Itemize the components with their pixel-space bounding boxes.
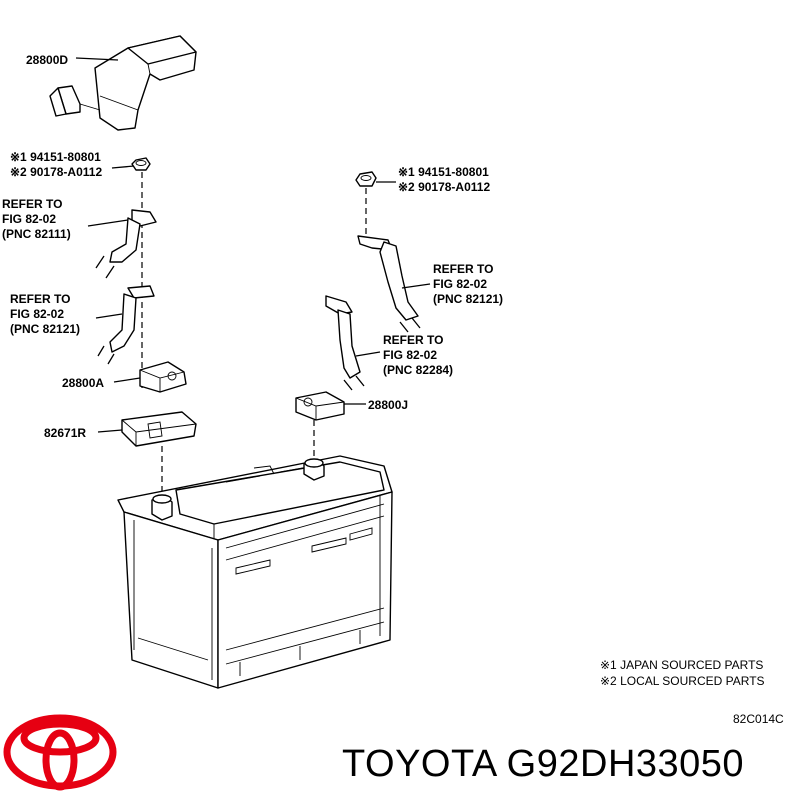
cable-terminal-upper-left xyxy=(95,209,157,279)
ref2-line1: REFER TO xyxy=(10,292,70,306)
ref1-line1: REFER TO xyxy=(2,197,62,211)
ref4-line1: REFER TO xyxy=(383,333,443,347)
ref4-line2: FIG 82-02 xyxy=(383,348,437,362)
note-left-1: ※1 94151-80801 xyxy=(10,150,101,164)
label-28800a: 28800A xyxy=(62,376,104,390)
battery-terminal-28800a xyxy=(139,361,187,393)
nut-right xyxy=(355,171,377,187)
note-right-1: ※1 94151-80801 xyxy=(398,165,489,179)
note-left-2: ※2 90178-A0112 xyxy=(10,165,102,179)
cable-terminal-upper-right xyxy=(357,235,421,333)
ref1-line2: FIG 82-02 xyxy=(2,212,56,226)
ref1-line3: (PNC 82111) xyxy=(2,227,71,241)
terminal-holder-82671r xyxy=(121,411,197,447)
ref3-line1: REFER TO xyxy=(433,262,493,276)
brand-caption: TOYOTA G92DH33050 xyxy=(342,743,744,785)
cable-terminal-middle-left xyxy=(97,285,155,365)
legend-line-1: ※1 JAPAN SOURCED PARTS xyxy=(600,658,763,672)
nut-left xyxy=(131,157,151,171)
label-28800d: 28800D xyxy=(26,53,68,67)
battery-terminal-28800j xyxy=(295,391,345,421)
ref2-line3: (PNC 82121) xyxy=(10,322,80,336)
toyota-logo-icon xyxy=(3,714,117,791)
diagram-code: 82C014C xyxy=(733,712,784,726)
battery xyxy=(117,455,393,689)
ref3-line2: FIG 82-02 xyxy=(433,277,487,291)
note-right-2: ※2 90178-A0112 xyxy=(398,180,490,194)
ref3-line3: (PNC 82121) xyxy=(433,292,503,306)
ref2-line2: FIG 82-02 xyxy=(10,307,64,321)
label-28800j: 28800J xyxy=(368,398,408,412)
legend-line-2: ※2 LOCAL SOURCED PARTS xyxy=(600,674,765,688)
label-82671r: 82671R xyxy=(44,426,86,440)
cable-terminal-middle-right xyxy=(325,295,365,391)
ref4-line3: (PNC 82284) xyxy=(383,363,453,377)
battery-terminal-cover xyxy=(49,35,197,131)
